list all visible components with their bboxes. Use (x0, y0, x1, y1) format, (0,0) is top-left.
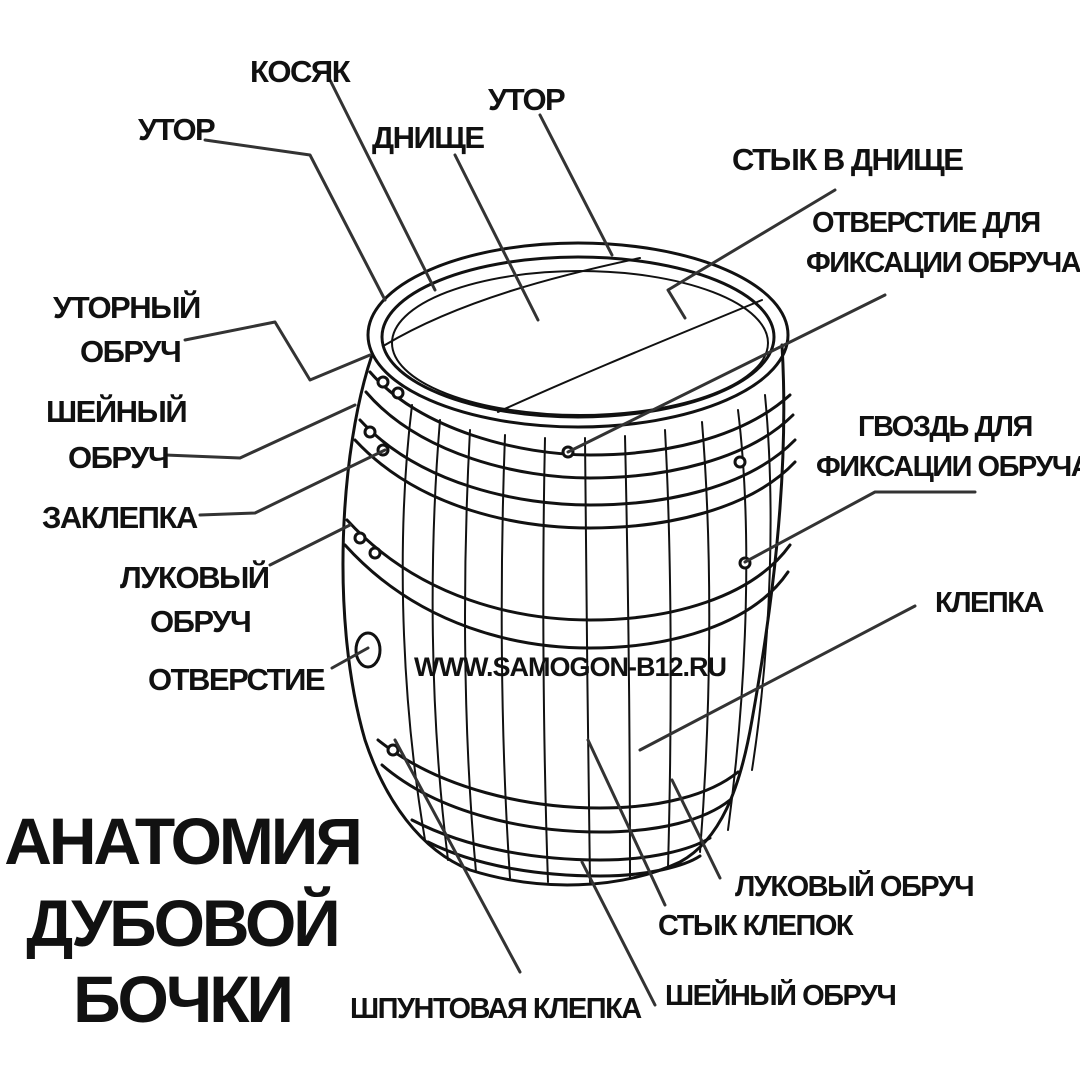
sheiny-hoop-lower-bottom (426, 840, 702, 878)
title-line-3: БОЧКИ (73, 962, 291, 1036)
leader-styk-v-dnische (666, 188, 837, 320)
label-otverstie: ОТВЕРСТИЕ (148, 662, 325, 697)
leader-lines (163, 78, 977, 1007)
head-joint-2 (497, 299, 763, 413)
lukovy-hoop-lower-top (376, 738, 740, 810)
leader-utor-left (203, 138, 387, 302)
utor-rim-inner (380, 255, 776, 419)
label-utor-left: УТОР (138, 112, 215, 147)
utorny-hoop-bottom (364, 390, 795, 480)
leader-utorny (183, 320, 372, 382)
utor-rim-outer (366, 241, 790, 429)
label-styk-v-dnische: СТЫК В ДНИЩЕ (732, 142, 963, 177)
label-dnische: ДНИЩЕ (372, 120, 484, 155)
label-utorny-line2: ОБРУЧ (80, 334, 180, 369)
label-utor-right: УТОР (488, 82, 565, 117)
label-sheyny-obruch-bottom: ШЕЙНЫЙ ОБРУЧ (665, 978, 895, 1012)
leader-dnische (453, 153, 540, 322)
lukovy-hoop-lower-bottom (380, 763, 732, 834)
title-line-1: АНАТОМИЯ (4, 804, 360, 878)
diagram-title: АНАТОМИЯ ДУБОВОЙ БОЧКИ (4, 804, 363, 1036)
leader-shpuntovaya (393, 738, 522, 974)
label-shpuntovaya: ШПУНТОВАЯ КЛЕПКА (350, 993, 642, 1025)
label-gvozd-line1: ГВОЗДЬ ДЛЯ (858, 411, 1032, 443)
leader-lukovy (268, 523, 352, 567)
leader-styk-klepok (586, 738, 667, 907)
label-kosyak: КОСЯК (250, 54, 351, 89)
utorny-hoop-top (368, 370, 792, 457)
label-gvozd-line2: ФИКСАЦИИ ОБРУЧА (816, 451, 1080, 483)
lukovy-hoop-upper-bottom (343, 543, 790, 650)
leader-sheyny-bottom (580, 860, 657, 1007)
label-utorny-line1: УТОРНЫЙ (53, 289, 200, 325)
head-joint-1 (384, 257, 641, 346)
label-sheyny-line2: ОБРУЧ (68, 440, 168, 475)
title-line-2: ДУБОВОЙ (26, 885, 337, 960)
label-sheyny-line1: ШЕЙНЫЙ (46, 393, 186, 429)
label-styk-klepok: СТЫК КЛЕПОК (658, 910, 854, 942)
leader-otverstie (330, 646, 370, 670)
label-lukovy-line2: ОБРУЧ (150, 604, 250, 639)
sheiny-hoop-bottom (353, 438, 797, 530)
label-klepka: КЛЕПКА (935, 587, 1044, 619)
leader-otverstie-fiks (566, 293, 887, 454)
label-lukovy-line1: ЛУКОВЫЙ (120, 559, 269, 595)
rivets (353, 375, 752, 757)
label-otverstie-fiks-line1: ОТВЕРСТИЕ ДЛЯ (812, 207, 1040, 239)
leader-sheyny (163, 403, 357, 460)
leader-klepka (638, 604, 917, 752)
leader-gvozd (743, 490, 977, 564)
leader-lukovy-bottom (670, 778, 722, 880)
bung-hole (354, 631, 382, 669)
lukovy-hoop-upper-top (345, 518, 792, 622)
leader-utor-right (538, 113, 614, 257)
head-dnische (391, 270, 769, 416)
sheiny-hoop-lower-top (410, 818, 712, 862)
labels: КОСЯК УТОР ДНИЩЕ УТОР СТЫК В ДНИЩЕ ОТВЕР… (42, 54, 1080, 1025)
leader-zaklepka (198, 448, 387, 517)
leader-kosyak (328, 78, 437, 292)
barrel-illustration (341, 241, 797, 887)
label-zaklepka: ЗАКЛЕПКА (42, 500, 198, 535)
sheiny-hoop-top (358, 418, 797, 507)
label-lukovy-obruch-bottom: ЛУКОВЫЙ ОБРУЧ (735, 869, 973, 903)
label-otverstie-fiks-line2: ФИКСАЦИИ ОБРУЧА (806, 247, 1080, 279)
website-watermark: WWW.SAMOGON-B12.RU (414, 652, 726, 682)
